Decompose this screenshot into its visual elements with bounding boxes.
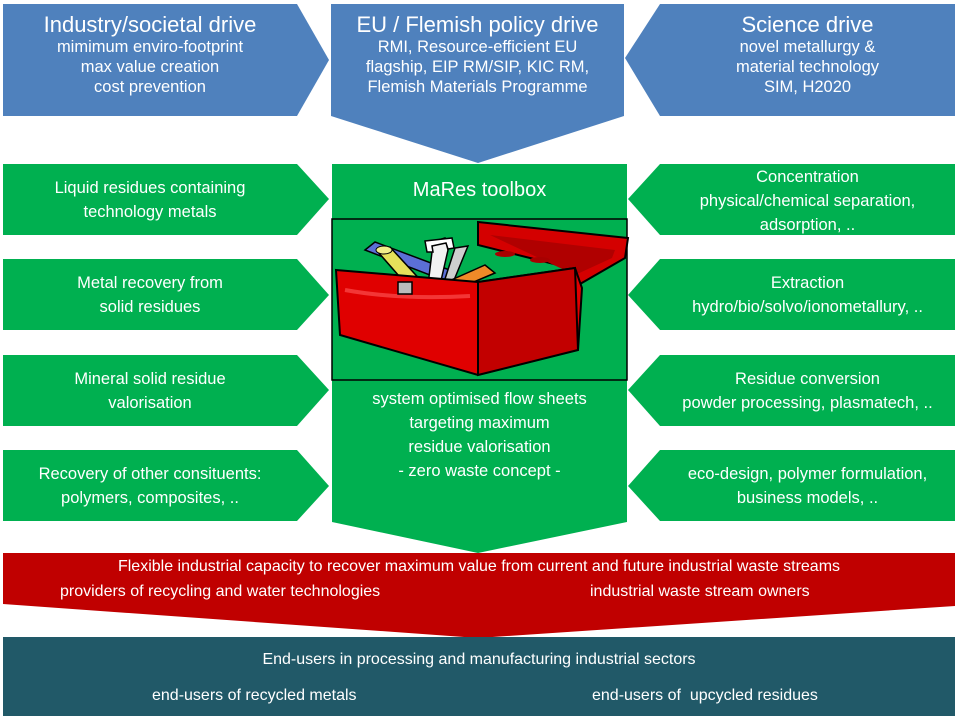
- input-right-arrow-4: [628, 450, 955, 521]
- input-right-4: eco-design, polymer formulation, busines…: [660, 462, 955, 510]
- policy-drive-line: flagship, EIP RM/SIP, KIC RM,: [365, 58, 590, 77]
- input-left-1: Liquid residues containing technology me…: [3, 176, 297, 224]
- input-left-line: Liquid residues containing: [54, 179, 246, 197]
- end-users-bar: [3, 637, 955, 716]
- policy-drive-title: EU / Flemish policy drive: [356, 12, 599, 37]
- input-right-line: Residue conversion: [735, 370, 880, 388]
- industry-drive-title: Industry/societal drive: [43, 12, 257, 37]
- capacity-left: providers of recycling and water technol…: [60, 583, 381, 600]
- input-left-2: Metal recovery from solid residues: [3, 271, 297, 319]
- end-users-right: end-users of upcycled residues: [592, 687, 818, 704]
- industry-drive-line: cost prevention: [94, 77, 206, 96]
- input-left-line: Mineral solid residue: [74, 370, 226, 388]
- input-right-line: eco-design, polymer formulation,: [687, 465, 928, 483]
- industry-drive-line: max value creation: [80, 58, 220, 77]
- toolbox-description: system optimised flow sheets targeting m…: [332, 387, 627, 483]
- input-right-line: hydro/bio/solvo/ionometallury, ..: [692, 298, 923, 316]
- input-right-arrow-1: [628, 164, 955, 235]
- input-right-line: adsorption, ..: [759, 216, 856, 234]
- input-left-4: Recovery of other consituents: polymers,…: [3, 462, 297, 510]
- capacity-banner: [3, 553, 955, 638]
- capacity-right: industrial waste stream owners: [590, 583, 810, 600]
- input-right-3: Residue conversion powder processing, pl…: [660, 367, 955, 415]
- industry-drive-arrow: [3, 4, 329, 116]
- input-right-line: physical/chemical separation,: [699, 192, 916, 210]
- industry-drive-text: Industry/societal drive mimimum enviro-f…: [3, 12, 297, 98]
- science-drive-line: material technology: [735, 58, 880, 77]
- science-drive-title: Science drive: [741, 12, 874, 37]
- input-left-3: Mineral solid residue valorisation: [3, 367, 297, 415]
- input-left-arrow-3: [3, 355, 329, 426]
- input-left-line: technology metals: [83, 203, 217, 221]
- input-left-arrow-4: [3, 450, 329, 521]
- capacity-headline: Flexible industrial capacity to recover …: [117, 558, 841, 575]
- policy-drive-text: EU / Flemish policy drive RMI, Resource-…: [331, 12, 624, 98]
- input-left-arrow-2: [3, 259, 329, 330]
- policy-drive-line: RMI, Resource-efficient EU: [377, 38, 578, 57]
- input-right-arrow-3: [628, 355, 955, 426]
- toolbox-line: targeting maximum: [409, 414, 550, 432]
- input-left-line: solid residues: [99, 298, 201, 316]
- input-right-2: Extraction hydro/bio/solvo/ionometallury…: [660, 271, 955, 319]
- input-left-line: valorisation: [108, 394, 192, 412]
- end-users-left: end-users of recycled metals: [152, 687, 357, 704]
- input-right-1: Concentration physical/chemical separati…: [660, 165, 955, 237]
- science-drive-arrow: [625, 4, 955, 116]
- toolbox-line: residue valorisation: [408, 438, 551, 456]
- toolbox-line: system optimised flow sheets: [372, 390, 587, 408]
- input-left-arrow-1: [3, 164, 329, 235]
- policy-drive-arrow: [331, 4, 624, 163]
- toolbox-illustration: [331, 218, 630, 381]
- industry-drive-line: mimimum enviro-footprint: [56, 38, 244, 57]
- input-left-line: polymers, composites, ..: [61, 489, 239, 507]
- input-right-line: business models, ..: [736, 489, 879, 507]
- science-drive-line: novel metallurgy &: [739, 38, 876, 57]
- input-right-line: powder processing, plasmatech, ..: [682, 394, 933, 412]
- toolbox-title: MaRes toolbox: [412, 179, 547, 201]
- input-right-arrow-2: [628, 259, 955, 330]
- science-drive-text: Science drive novel metallurgy & materia…: [660, 12, 955, 98]
- toolbox-line: - zero waste concept -: [398, 462, 561, 480]
- end-users-headline: End-users in processing and manufacturin…: [262, 651, 696, 668]
- policy-drive-line: Flemish Materials Programme: [367, 77, 588, 96]
- input-right-line: Extraction: [770, 274, 845, 292]
- input-left-line: Metal recovery from: [77, 274, 223, 292]
- input-right-line: Concentration: [756, 168, 859, 186]
- science-drive-line: SIM, H2020: [763, 77, 852, 96]
- input-left-line: Recovery of other consituents:: [38, 465, 262, 483]
